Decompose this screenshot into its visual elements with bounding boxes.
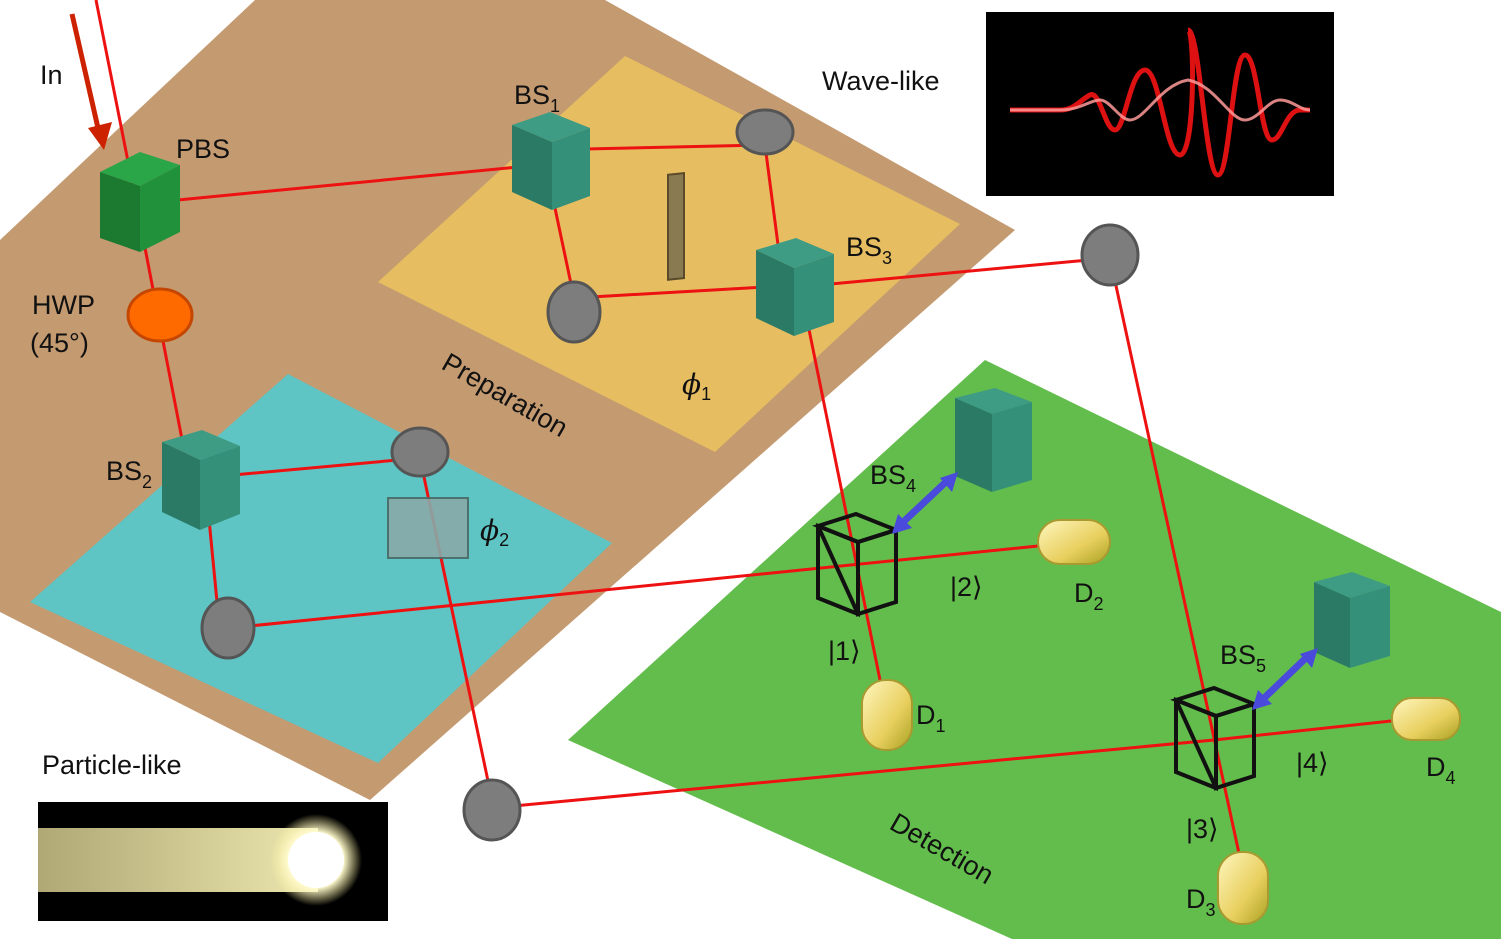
- detector-d4: [1391, 697, 1461, 741]
- label-pbs: PBS: [176, 134, 230, 164]
- label-d3: D3: [1186, 884, 1216, 920]
- mirror-yellow-left: [546, 280, 602, 344]
- mirror-cyan-bottom: [200, 596, 256, 660]
- laser-beams: [94, 0, 1401, 859]
- bs2-cube: [162, 430, 240, 530]
- label-in: In: [40, 60, 63, 90]
- phase-shifter-1: [667, 172, 685, 281]
- wave-packet: [1010, 27, 1311, 178]
- label-bs3: BS3: [846, 232, 892, 268]
- phase-shifter-2: [387, 497, 469, 559]
- label-ket3: |3⟩: [1186, 814, 1219, 844]
- detector-d1: [861, 679, 913, 751]
- hwp-plate: [126, 287, 194, 343]
- label-d1: D1: [916, 700, 946, 736]
- label-hwp: HWP: [32, 290, 95, 320]
- label-ket1: |1⟩: [828, 636, 861, 666]
- label-phi1: ϕ1: [682, 368, 711, 404]
- label-particle-like: Particle-like: [42, 750, 182, 780]
- bs1-cube: [512, 112, 590, 210]
- cyan-region: [30, 374, 612, 763]
- detection-table: [568, 360, 1501, 939]
- detectors: [861, 519, 1461, 925]
- label-bs2: BS2: [106, 456, 152, 492]
- mirrors: [200, 108, 1140, 842]
- label-d4: D4: [1426, 752, 1456, 788]
- bs4-arrow: [892, 472, 958, 534]
- input-arrow: [69, 13, 112, 150]
- label-ket2: |2⟩: [950, 572, 983, 602]
- bs3-cube: [756, 238, 834, 336]
- label-phi2: ϕ2: [480, 514, 509, 550]
- label-wave-like: Wave-like: [822, 66, 940, 96]
- mirror-cyan-top: [390, 426, 450, 478]
- bs4-cube: [955, 388, 1032, 492]
- label-bs4: BS4: [870, 460, 916, 496]
- label-bs5: BS5: [1220, 640, 1266, 676]
- pbs-cube: [100, 152, 180, 252]
- mirror-top-right: [735, 108, 795, 156]
- label-hwp-angle: (45°): [30, 328, 89, 358]
- mirror-bottom: [462, 778, 522, 842]
- detector-d2: [1037, 519, 1111, 565]
- bs5-arrow: [1252, 648, 1318, 710]
- particle-core: [288, 832, 344, 888]
- bs5-cube: [1314, 572, 1390, 668]
- label-d2: D2: [1074, 578, 1104, 614]
- mirror-far-right: [1080, 223, 1140, 287]
- label-bs1: BS1: [514, 80, 560, 116]
- detector-d3: [1217, 851, 1269, 925]
- label-ket4: |4⟩: [1296, 748, 1329, 778]
